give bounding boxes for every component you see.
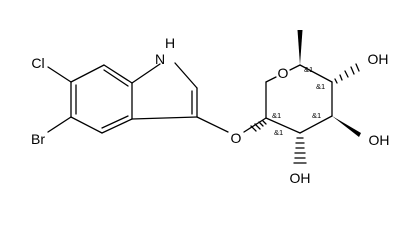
- cl-bond: [47, 66, 72, 83]
- anomeric-hash: [250, 120, 267, 132]
- br-bond: [47, 116, 72, 133]
- stereo-label-c2: &1: [274, 128, 283, 137]
- methyl-wedge: [297, 30, 303, 65]
- oh-right-label: OH: [369, 132, 390, 148]
- ether-bond-left: [196, 116, 229, 133]
- pyranose-ring: [265, 64, 333, 134]
- ether-bond-right: [243, 117, 267, 133]
- oh-bottom-label: OH: [290, 170, 311, 186]
- cl-label: Cl: [31, 55, 44, 71]
- nh-label: H: [165, 35, 175, 51]
- stereo-label-c1: &1: [272, 111, 281, 120]
- molecule-diagram: H N Cl Br O O OH OH OH &1 &1 &1 &1 &1: [31, 30, 390, 186]
- stereo-label-c5: &1: [304, 65, 313, 74]
- o-link-label: O: [231, 130, 242, 146]
- n-label: N: [155, 51, 165, 67]
- o-ring-label: O: [278, 65, 289, 81]
- pyrrole-ring: [131, 62, 198, 120]
- br-label: Br: [31, 131, 45, 147]
- stereo-label-c4: &1: [316, 82, 325, 91]
- oh-top-label: OH: [368, 51, 389, 67]
- oh-right-wedge: [332, 116, 361, 137]
- stereo-label-c3: &1: [312, 111, 321, 120]
- oh-top-hash: [334, 63, 360, 84]
- oh-bottom-hash: [293, 137, 307, 164]
- benzene-ring: [70, 64, 133, 134]
